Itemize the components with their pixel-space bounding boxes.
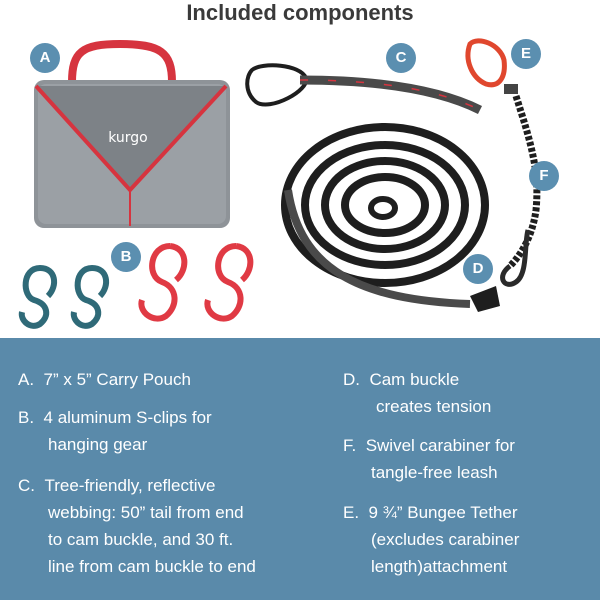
s-clip-teal-2 <box>70 265 110 329</box>
item-d-line-2: creates tension <box>376 397 492 416</box>
item-b-line-2: hanging gear <box>48 435 148 454</box>
item-f-line-1: Swivel carabiner for <box>365 436 515 455</box>
item-e-line-3: length)attachment <box>371 557 508 576</box>
item-b: B. 4 aluminum S-clips for hanging gear <box>18 404 212 458</box>
item-a-label: A. <box>18 370 35 389</box>
item-c-line-1: Tree-friendly, reflective <box>44 476 216 495</box>
s-clip-teal-1 <box>18 265 58 329</box>
badge-f: F <box>529 161 559 191</box>
item-f-line-2: tangle-free leash <box>371 463 498 482</box>
badge-d: D <box>463 254 493 284</box>
item-b-label: B. <box>18 408 35 427</box>
s-clip-red-2 <box>204 243 254 322</box>
item-c-line-2: webbing: 50” tail from end <box>48 503 244 522</box>
component-descriptions-panel: A. 7” x 5” Carry Pouch B. 4 aluminum S-c… <box>0 338 600 600</box>
item-c: C. Tree-friendly, reflective webbing: 50… <box>18 472 256 580</box>
tree-webbing-image <box>245 63 500 312</box>
item-e-line-2: (excludes carabiner <box>371 530 520 549</box>
item-c-line-3: to cam buckle, and 30 ft. <box>48 530 234 549</box>
brand-logo: kurgo <box>108 130 148 146</box>
badge-a: A <box>30 43 60 73</box>
carry-pouch-image: kurgo <box>34 39 230 228</box>
components-illustration: kurgo <box>18 38 541 329</box>
item-f-label: F. <box>343 436 357 455</box>
item-e: E. 9 ¾” Bungee Tether (excludes carabine… <box>343 499 519 580</box>
badge-c: C <box>386 43 416 73</box>
item-c-line-4: line from cam buckle to end <box>48 557 256 576</box>
item-b-line-1: 4 aluminum S-clips for <box>43 408 212 427</box>
product-image-area: Included components kurgo <box>18 0 559 329</box>
s-clip-red-1 <box>138 243 188 322</box>
badge-e: E <box>511 39 541 69</box>
item-a-line-1: 7” x 5” Carry Pouch <box>43 370 191 389</box>
item-f: F. Swivel carabiner for tangle-free leas… <box>343 432 515 486</box>
bungee-tether-image <box>465 38 541 287</box>
item-e-line-1: 9 ¾” Bungee Tether <box>368 503 518 522</box>
page-title: Included components <box>186 0 414 25</box>
item-d-label: D. <box>343 370 360 389</box>
item-e-label: E. <box>343 503 360 522</box>
badge-b: B <box>111 242 141 272</box>
item-a: A. 7” x 5” Carry Pouch <box>18 366 191 393</box>
item-c-label: C. <box>18 476 35 495</box>
item-d-line-1: Cam buckle <box>369 370 460 389</box>
item-d: D. Cam buckle creates tension <box>343 366 491 420</box>
